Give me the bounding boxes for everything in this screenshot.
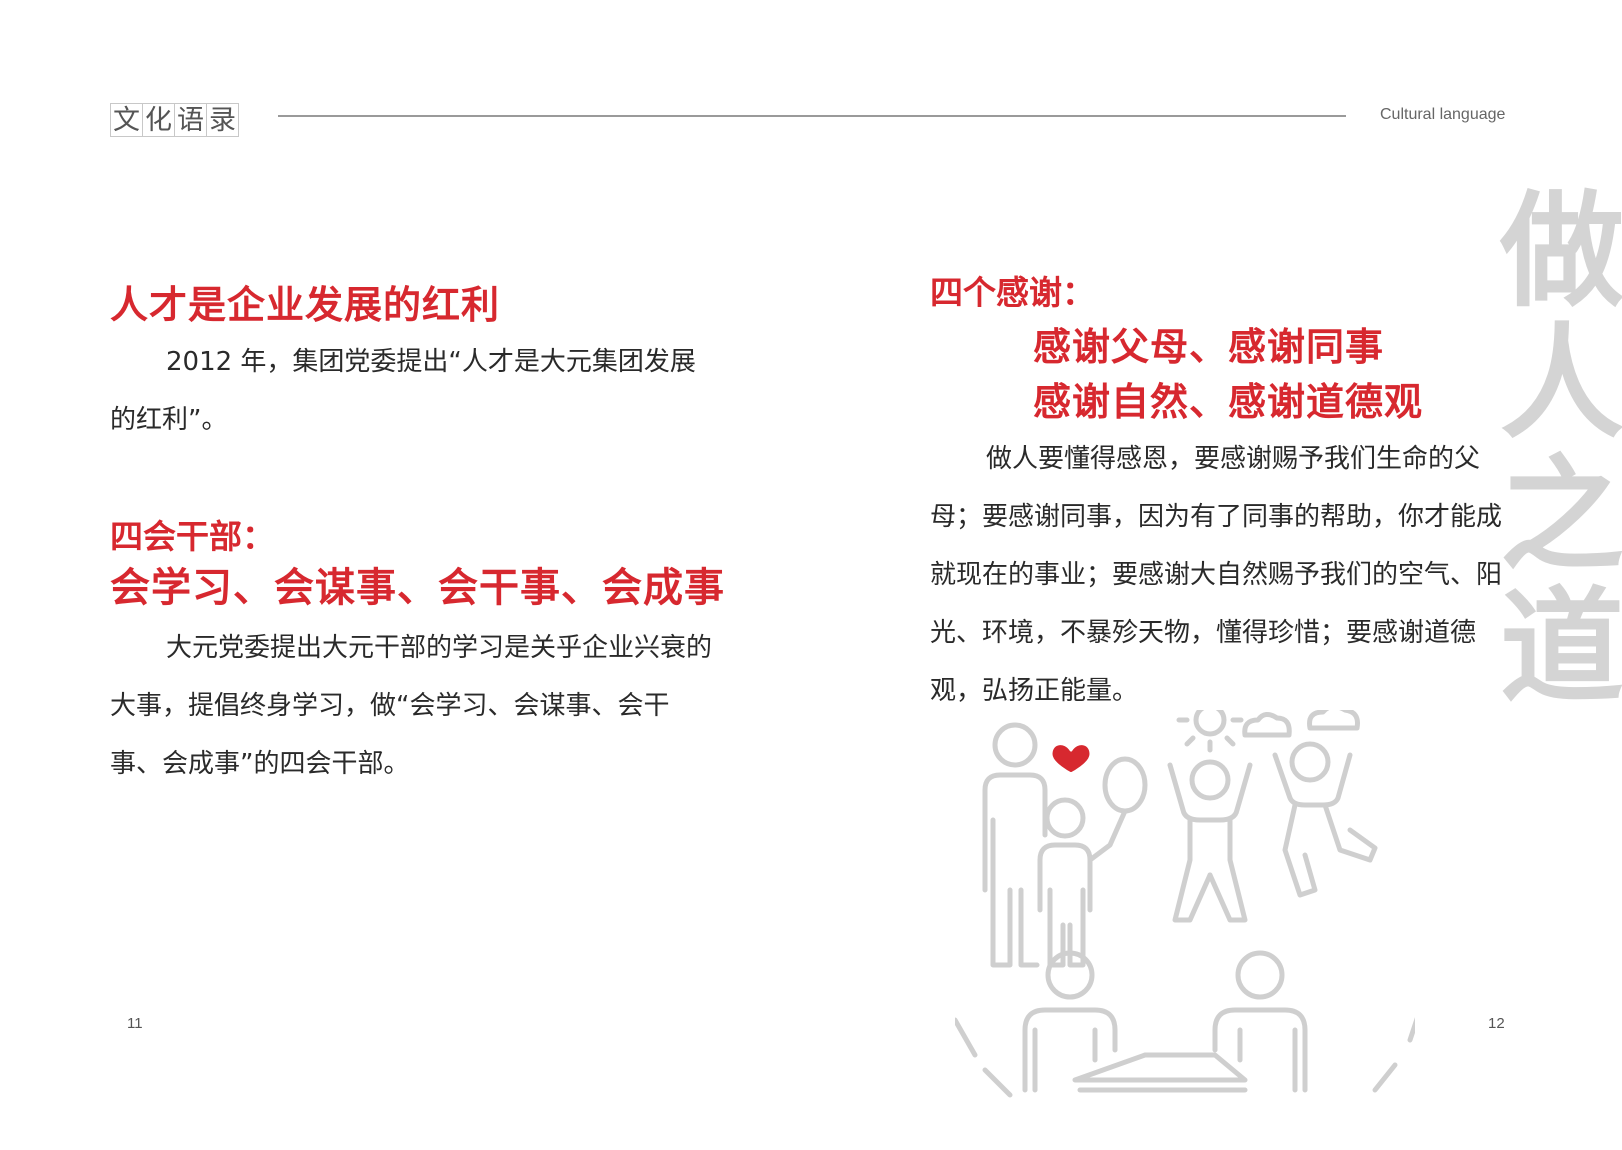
subheading-four-thanks-label: 四个感谢： xyxy=(930,273,1095,312)
paragraph-gratitude: 做人要懂得感恩，要感谢赐予我们生命的父母；要感谢同事，因为有了同事的帮助，你才能… xyxy=(930,444,1503,706)
title-char: 语 xyxy=(174,103,207,137)
heading-talent: 人才是企业发展的红利 xyxy=(110,282,501,327)
header-subtitle-en: Cultural language xyxy=(1380,106,1506,123)
watermark-char: 人 xyxy=(1500,311,1622,456)
page-number-right: 12 xyxy=(1488,1015,1505,1032)
heading-thanks-line-1: 感谢父母、感谢同事 xyxy=(1033,324,1385,369)
header-divider xyxy=(278,115,1346,117)
subheading-four-skills-label: 四会干部： xyxy=(110,517,275,556)
page-number-left: 11 xyxy=(127,1015,143,1032)
vertical-watermark-title: 做 人 之 道 xyxy=(1500,186,1622,714)
watermark-char: 做 xyxy=(1500,179,1622,324)
watermark-char: 之 xyxy=(1500,443,1622,588)
family-community-illustration-icon xyxy=(955,710,1415,1098)
section-title-boxed: 文 化 语 录 xyxy=(110,103,239,137)
paragraph-talent: 2012 年，集团党委提出“人才是大元集团发展的红利”。 xyxy=(110,347,696,435)
heading-four-skills: 会学习、会谋事、会干事、会成事 xyxy=(110,564,725,611)
watermark-char: 道 xyxy=(1500,575,1622,720)
title-char: 录 xyxy=(206,103,239,137)
heading-thanks-line-2: 感谢自然、感谢道德观 xyxy=(1033,379,1424,424)
title-char: 文 xyxy=(110,103,143,137)
paragraph-four-skills: 大元党委提出大元干部的学习是关乎企业兴衰的大事，提倡终身学习，做“会学习、会谋事… xyxy=(110,633,713,779)
title-char: 化 xyxy=(142,103,175,137)
